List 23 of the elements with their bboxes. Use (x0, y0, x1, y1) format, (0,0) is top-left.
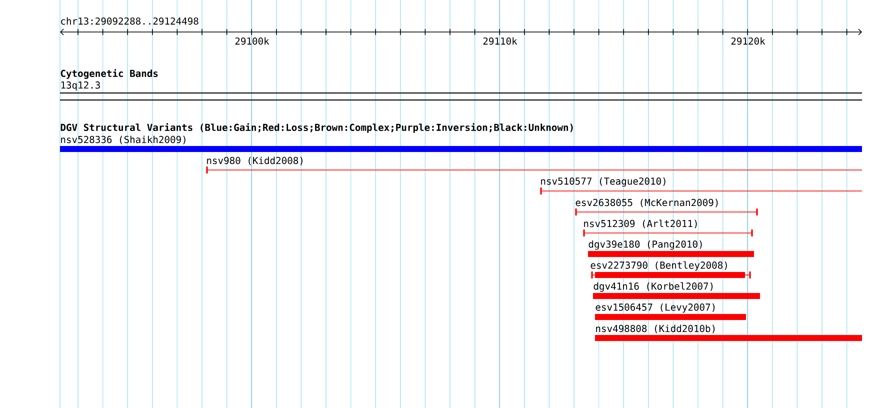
variant-feature: nsv980 (Kidd2008) (206, 156, 862, 174)
node-label: dgv41n16 (Korbel2007) (594, 282, 713, 292)
variant-feature: esv2273790 (Bentley2008) (590, 261, 751, 278)
variant-feature: dgv41n16 (Korbel2007) (593, 282, 760, 299)
tick-label: 29110k (483, 37, 518, 45)
variant-feature: dgv39e180 (Pang2010) (588, 240, 754, 257)
variant-feature: esv2638055 (McKernan2009) (575, 198, 758, 216)
variant-feature: nsv498808 (Kidd2010b) (595, 324, 862, 341)
variant-feature: nsv512309 (Arlt2011) (583, 220, 753, 236)
variant-feature: esv1506457 (Levy2007) (595, 303, 746, 320)
node-label: esv1506457 (Levy2007) (596, 303, 715, 313)
node-label: nsv498808 (Kidd2010b) (596, 324, 715, 334)
tick-label: 29100k (235, 37, 270, 45)
variant-feature: nsv510577 (Teague2010) (540, 177, 862, 194)
region-label: chr13:29092288..29124498 (61, 17, 198, 25)
band-label: 13q12.3 (61, 81, 100, 91)
node-label: esv2273790 (Bentley2008) (590, 261, 727, 271)
node-label: dgv39e180 (Pang2010) (588, 240, 702, 250)
track-title: Cytogenetic Bands (60, 69, 158, 79)
variant-feature: nsv528336 (Shaikh2009) (60, 136, 862, 152)
track-title: DGV Structural Variants (Blue:Gain;Red:Loss;Brown:Complex;Purple:Inversion;Black:Unknown) (60, 123, 573, 133)
tick-label: 29120k (731, 37, 766, 45)
node-label: nsv528336 (Shaikh2009) (61, 136, 186, 144)
